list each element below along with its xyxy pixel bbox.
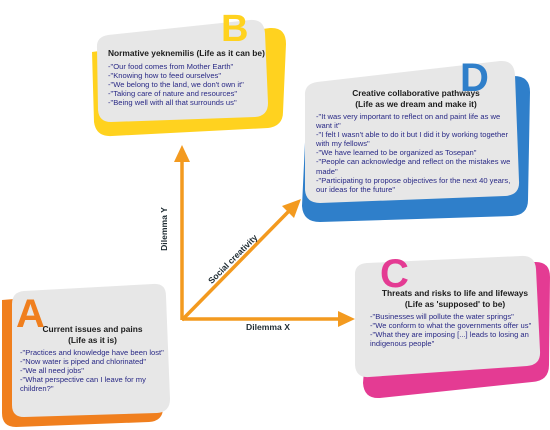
quote: -"Participating to propose objectives fo… xyxy=(316,175,511,194)
quote: -"Knowing how to feed ourselves" xyxy=(108,70,222,80)
card-d-subtitle: (Life as we dream and make it) xyxy=(355,98,477,109)
axis-social-creativity xyxy=(180,199,301,322)
card-a-title-main: Current issues and pains xyxy=(42,324,143,334)
quote: -"We have learned to be organized as Tos… xyxy=(316,148,477,158)
axis-dilemma-y xyxy=(174,145,190,320)
quote: -"We belong to the land, we don't own it… xyxy=(108,79,244,89)
quote: -"It was very important to reflect on an… xyxy=(316,112,501,131)
card-a-quotes: -"Practices and knowledge have been lost… xyxy=(20,348,165,393)
quote: -"I felt I wasn't able to do it but I di… xyxy=(316,130,508,149)
quote: -"We all need jobs" xyxy=(20,366,84,376)
card-b-title: Normative yeknemilis (Life as it can be) xyxy=(108,48,265,58)
card-c: Threats and risks to life and lifeways (… xyxy=(370,288,540,348)
card-d-shape xyxy=(302,60,530,222)
card-a-shape xyxy=(2,283,170,427)
card-a-title: Current issues and pains (Life as it is) xyxy=(20,324,165,345)
quote: -"What they are imposing [...] leads to … xyxy=(370,330,529,349)
card-c-shape xyxy=(354,255,550,399)
letter-b: B xyxy=(221,8,249,50)
card-a: Current issues and pains (Life as it is)… xyxy=(20,324,165,393)
quote: -"We conform to what the governments off… xyxy=(370,321,532,331)
card-c-quotes: -"Businesses will pollute the water spri… xyxy=(370,312,540,348)
card-b-shape xyxy=(92,19,286,137)
quote: -"Businesses will pollute the water spri… xyxy=(370,312,514,321)
card-d-title-main: Creative collaborative pathways xyxy=(352,88,480,98)
card-d-quotes: -"It was very important to reflect on an… xyxy=(316,112,516,194)
letter-d: D xyxy=(460,56,489,100)
quote: -"Now water is piped and chlorinated" xyxy=(20,357,147,367)
card-b-quotes: -"Our food comes from Mother Earth" -"Kn… xyxy=(108,62,268,107)
card-d-title: Creative collaborative pathways (Life as… xyxy=(316,88,516,109)
axis-label-dilemma-x: Dilemma X xyxy=(246,322,290,332)
card-b: Normative yeknemilis (Life as it can be)… xyxy=(108,48,268,107)
quote: -"Taking care of nature and resources" xyxy=(108,88,238,98)
quote: -"What perspective can I leave for my ch… xyxy=(20,375,146,394)
quote: -"Our food comes from Mother Earth" xyxy=(108,61,234,71)
card-a-subtitle: (Life as it is) xyxy=(68,334,117,345)
letter-a: A xyxy=(16,292,45,336)
axis-dilemma-x xyxy=(182,311,355,327)
card-c-title: Threats and risks to life and lifeways (… xyxy=(370,288,540,309)
axis-label-dilemma-y: Dilemma Y xyxy=(158,207,169,251)
quote: -"People can acknowledge and reflect on … xyxy=(316,157,511,176)
card-d: Creative collaborative pathways (Life as… xyxy=(316,88,516,194)
card-c-title-main: Threats and risks to life and lifeways xyxy=(381,288,529,298)
quote: -"Practices and knowledge have been lost… xyxy=(20,348,164,357)
quote: -"Being well with all that surrounds us" xyxy=(108,97,237,107)
letter-c: C xyxy=(380,252,409,296)
card-c-subtitle: (Life as 'supposed' to be) xyxy=(404,298,506,309)
